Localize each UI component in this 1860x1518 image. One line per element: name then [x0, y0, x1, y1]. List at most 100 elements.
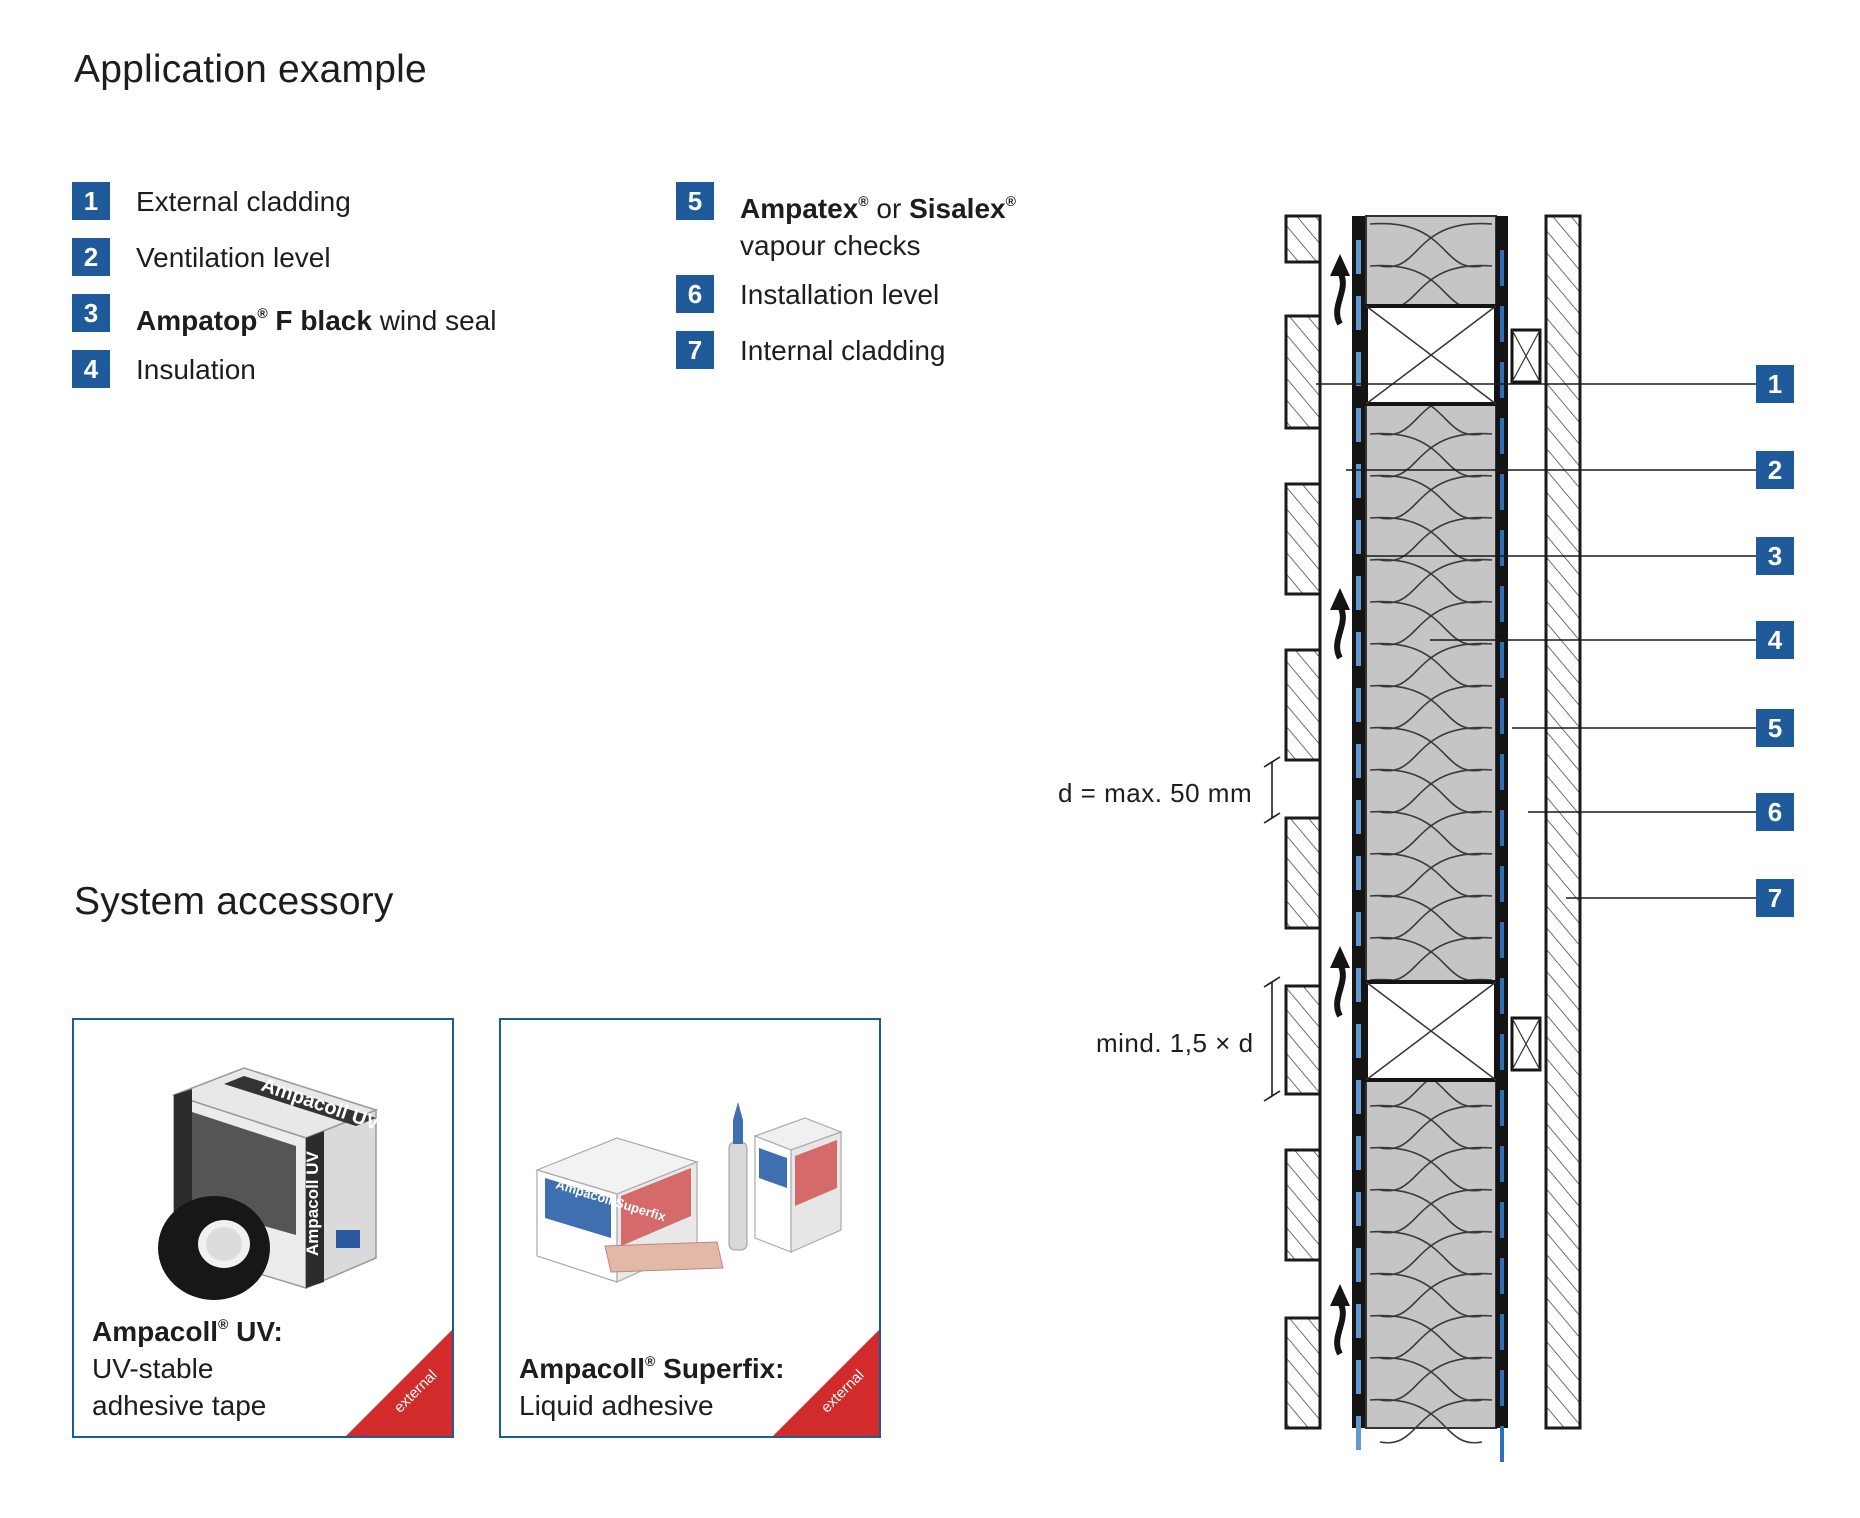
insulation-curve [1369, 1188, 1483, 1234]
vapour-check-strip [1496, 216, 1508, 1428]
airflow-arrowhead [1330, 254, 1350, 276]
legend-item-1: 1 External cladding [72, 182, 351, 220]
membrane-blue-dash [1356, 1080, 1361, 1114]
membrane-blue-dash [1500, 1034, 1504, 1070]
membrane-blue-dash [1356, 1248, 1361, 1282]
legend-number-badge: 5 [676, 182, 714, 220]
airflow-arrow [1334, 962, 1346, 1018]
legend-text: Ampatop® F black wind seal [136, 295, 496, 339]
airflow-arrow [1334, 270, 1346, 326]
insulation-curve [1379, 600, 1493, 646]
membrane-blue-dash [1500, 418, 1504, 454]
insulation-curve [1379, 1062, 1493, 1108]
airflow-arrowhead [1330, 588, 1350, 610]
cladding-board [1284, 1148, 1322, 1262]
legend-number-badge: 1 [72, 182, 110, 220]
insulation-curve [1369, 852, 1483, 898]
insulation-curve [1369, 684, 1483, 730]
legend-connector: or [868, 193, 910, 224]
legend-number-badge: 6 [676, 275, 714, 313]
insulation-curve [1369, 642, 1483, 688]
cladding-board [1284, 1316, 1322, 1430]
cladding-board [1284, 314, 1322, 430]
membrane-blue-dash [1356, 1136, 1361, 1170]
membrane-blue-dash [1356, 352, 1361, 386]
stud-cross [1365, 305, 1497, 405]
internal-cladding [1544, 214, 1582, 1430]
insulation-curve [1369, 768, 1483, 814]
legend-text: Ampatex® or Sisalex®vapour checks [740, 183, 1016, 264]
accessory-description-line-1: Liquid adhesive [519, 1390, 714, 1421]
membrane-blue-dash [1500, 250, 1504, 286]
membrane-blue-dash [1356, 1360, 1361, 1394]
wind-seal-membrane [1352, 216, 1366, 1450]
legend-item-5: 5 Ampatex® or Sisalex®vapour checks [676, 182, 1016, 264]
membrane-blue-dash [1356, 856, 1361, 890]
insulation-curve [1369, 222, 1483, 268]
callout-badge-5: 5 [1756, 709, 1794, 747]
membrane-blue-dash [1356, 296, 1361, 330]
membrane-blue-dash [1500, 362, 1504, 398]
membrane-blue-dash [1356, 1192, 1361, 1226]
legend-item-7: 7 Internal cladding [676, 331, 945, 369]
insulation-curve [1369, 1062, 1483, 1108]
installation-batten [1510, 328, 1542, 384]
membrane-blue-dash [1356, 744, 1361, 778]
insulation-curve [1379, 810, 1493, 856]
membrane-blue-dash [1356, 520, 1361, 554]
membrane-blue-dash [1500, 1258, 1504, 1294]
vapour-check-membrane [1496, 216, 1508, 1462]
membrane-blue-dash [1500, 1202, 1504, 1238]
legend-number-badge: 2 [72, 238, 110, 276]
accessory-title: Ampacoll® UV: [92, 1306, 283, 1350]
airflow-arrow [1334, 1300, 1346, 1356]
stud-cross [1365, 981, 1497, 1081]
installation-batten [1510, 1016, 1542, 1072]
insulation-curve [1369, 432, 1483, 478]
membrane-blue-dash [1356, 408, 1361, 442]
membrane-blue-dash [1356, 968, 1361, 1002]
dimension-markers [1263, 756, 1281, 1102]
callout-badge-3: 3 [1756, 537, 1794, 575]
accessory-card-ampacoll-superfix[interactable]: Ampacoll Superfix Ampacoll® Superfix: Li… [499, 1018, 881, 1438]
insulation-curve [1369, 474, 1483, 520]
insulation-curve [1379, 1356, 1493, 1402]
dimension-tick [1263, 756, 1281, 768]
legend-item-3: 3 Ampatop® F black wind seal [72, 294, 496, 339]
insulation-curve [1379, 852, 1493, 898]
cladding-board [1284, 984, 1322, 1096]
dimension-overlap-label: mind. 1,5 × d [1096, 1028, 1254, 1058]
insulation-curve [1379, 1398, 1493, 1444]
insulation-curve [1369, 1314, 1483, 1360]
callout-badge-2: 2 [1756, 451, 1794, 489]
cladding-board [1284, 214, 1322, 264]
airflow-arrowhead [1330, 1284, 1350, 1306]
insulation-curve [1369, 558, 1483, 604]
membrane-blue-dash [1356, 240, 1361, 274]
legend-item-2: 2 Ventilation level [72, 238, 331, 276]
insulation-curve [1369, 936, 1483, 982]
membrane-blue-dash [1356, 576, 1361, 610]
membrane-blue-dash [1356, 1024, 1361, 1058]
insulation-curve [1379, 684, 1493, 730]
legend-text: Internal cladding [740, 335, 946, 366]
membrane-blue-dash [1356, 1416, 1361, 1450]
insulation-curve [1379, 726, 1493, 772]
insulation-curve [1369, 1104, 1483, 1150]
insulation-curve [1379, 1104, 1493, 1150]
callout-leader-lines [1316, 383, 1756, 899]
product-name: Ampatex [740, 193, 859, 224]
insulation-curve [1379, 432, 1493, 478]
insulation-loops [1369, 222, 1493, 1444]
insulation-curve [1369, 600, 1483, 646]
external-tag-corner [346, 1330, 452, 1436]
insulation-curve [1369, 516, 1483, 562]
insulation-curve [1369, 1146, 1483, 1192]
legend-text: Insulation [136, 354, 256, 385]
accessory-description-line-1: UV-stable [92, 1353, 214, 1384]
membrane-blue-dash [1356, 464, 1361, 498]
dimension-gap-label: d = max. 50 mm [1058, 778, 1253, 808]
stud-cross [1365, 305, 1497, 405]
application-example-heading: Application example [74, 48, 427, 91]
accessory-card-ampacoll-uv[interactable]: Ampacoll UV Ampacoll UV Ampacoll® UV: UV… [72, 1018, 454, 1438]
